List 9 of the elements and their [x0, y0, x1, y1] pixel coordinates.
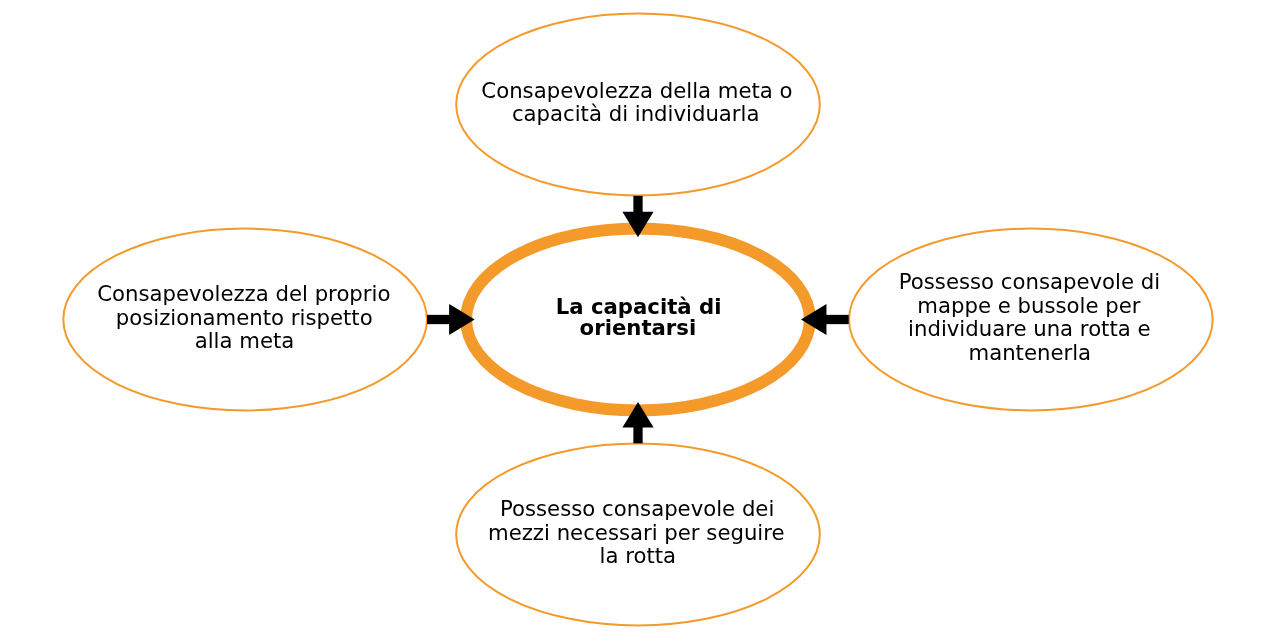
- node-ellipse: Possesso consapevole di mappe e bussole per individuare una rotta e mantenerla: [848, 227, 1214, 412]
- node-ellipse: Consapevolezza del proprio posizionamento rispetto alla meta: [62, 227, 428, 412]
- arrow: [801, 303, 849, 336]
- node-ellipse: Consapevolezza della meta o capacità di individuarla: [455, 12, 821, 197]
- node-ellipse: Possesso consapevole dei mezzi necessari per seguire la rotta: [455, 442, 821, 627]
- arrow: [622, 402, 654, 444]
- arrow: [427, 303, 475, 336]
- node-ellipse: La capacità di orientarsi: [460, 222, 816, 417]
- arrow: [622, 195, 654, 238]
